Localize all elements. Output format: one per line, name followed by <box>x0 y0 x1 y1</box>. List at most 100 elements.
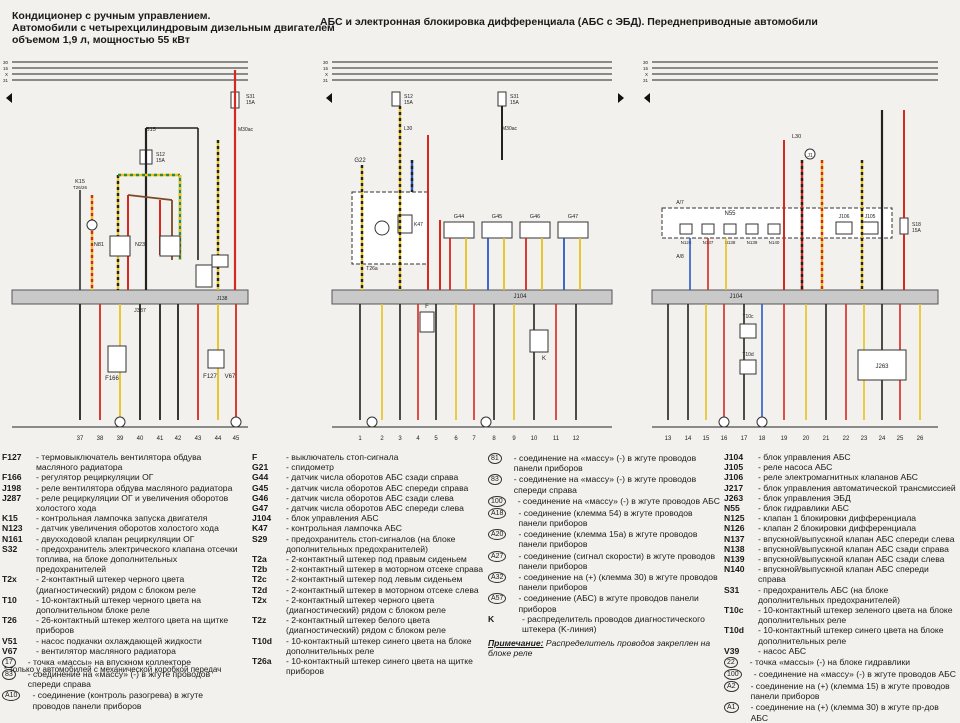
component-label: G46 <box>530 214 540 220</box>
legend-description: - насос АБС <box>758 645 807 656</box>
legend-description: - двухходовой клапан рециркуляции ОГ <box>36 533 195 544</box>
legend-entry: N161- двухходовой клапан рециркуляции ОГ <box>2 534 242 544</box>
legend-description: - клапан 1 блокировки дифференциала <box>758 513 917 524</box>
legend-entry: G21- спидометр <box>252 462 484 472</box>
component-label: N126 <box>681 240 692 245</box>
legend-code: J104 <box>252 513 272 524</box>
continuation-arrow <box>618 93 624 103</box>
wheel-sensor-symbol <box>557 221 589 239</box>
component-label: J104 <box>729 294 743 300</box>
legend-description: - впускной/выпускной клапан АБС спереди … <box>758 533 955 544</box>
legend-description: - 2-контактный штекер под левым сиденьем <box>286 574 463 585</box>
legend-description: - соединение на «массу» (-) в жгуте пров… <box>517 495 720 506</box>
legend-description: - блок гидравлики АБС <box>758 503 849 514</box>
component-label: F127 <box>203 374 217 380</box>
component-label: T26a <box>366 266 378 272</box>
legend-description: - 2-контактный штекер под правым сиденье… <box>286 554 467 565</box>
rail-label: 15 <box>643 66 649 71</box>
column-number: 42 <box>175 436 182 442</box>
legend-entry: V67- вентилятор масляного радиатора <box>2 646 242 656</box>
legend-code: T2x <box>2 574 17 585</box>
column-number: 16 <box>721 436 728 442</box>
rail-label: X <box>5 72 8 77</box>
legend-entry: T2c- 2-контактный штекер под левым сиден… <box>252 574 484 584</box>
component-label: N140 <box>769 240 780 245</box>
legend-description: - 10-контактный штекер синего цвета на б… <box>286 635 472 656</box>
legend-description: - соединение на «массу» (-) в жгуте пров… <box>753 669 956 680</box>
legend-entry: T10- 10-контактный штекер черного цвета … <box>2 595 242 615</box>
column-number: 40 <box>137 436 144 442</box>
motor-symbol <box>207 349 225 369</box>
column-number: 26 <box>917 436 924 442</box>
component-label: J104 <box>513 294 527 300</box>
legend-description: - спидометр <box>286 462 334 473</box>
legend-entry: N138- впускной/выпускной клапан АБС сзад… <box>724 544 956 554</box>
legend-entry: T26- 26-контактный штекер желтого цвета … <box>2 615 242 635</box>
component-label: T10c <box>742 314 754 320</box>
legend-code: J287 <box>2 492 22 503</box>
component-label: M30ac <box>238 127 254 133</box>
component-label: N138 <box>725 240 736 245</box>
legend-entry: V51- насос подкачки охлаждающей жидкости <box>2 636 242 646</box>
legend-code: T2x <box>252 594 267 605</box>
legend-code: 81 <box>488 453 502 464</box>
component-label: K47 <box>414 222 423 228</box>
legend-code: K <box>488 613 495 624</box>
rail-label: 31 <box>3 78 9 83</box>
legend-code: J198 <box>2 482 22 493</box>
legend-code: N125 <box>724 513 745 524</box>
legend-entry: J198- реле вентилятора обдува масляного … <box>2 483 242 493</box>
legend-entry: T10d- 10-контактный штекер синего цвета … <box>252 636 484 656</box>
ground-point-symbol <box>756 416 768 428</box>
brake-switch-symbol <box>419 311 435 333</box>
legend-description: - соединение на (+) (клемма 30) в жгуте … <box>750 702 939 723</box>
legend-description: - 2-контактный штекер белого цвета (диаг… <box>286 615 446 636</box>
component-label: N81 <box>94 242 104 248</box>
relay-symbol <box>835 221 853 235</box>
component-label: L30 <box>404 126 413 132</box>
valve-symbol <box>745 223 759 235</box>
title-left: Кондиционер с ручным управлением. Автомо… <box>12 10 335 46</box>
legend-code: G47 <box>252 503 269 514</box>
legend-code: A57 <box>488 593 507 605</box>
column-number: 7 <box>472 436 476 442</box>
column-number: 9 <box>512 436 516 442</box>
legend-description: - 10-контактный штекер синего цвета на б… <box>758 625 944 646</box>
column-number: 45 <box>233 436 240 442</box>
fuse-symbol <box>391 91 401 107</box>
legend-description: - контрольная лампочка АБС <box>286 523 403 534</box>
component-label: J138 <box>217 296 228 302</box>
legend-entry: F127- термовыключатель вентилятора обдув… <box>2 452 242 472</box>
legend-entry: A1- соединение на (+) (клемма 30) в жгут… <box>724 702 956 723</box>
legend-entry: A2- соединение на (+) (клемма 15) в жгут… <box>724 681 956 701</box>
component-label: T26/26 <box>73 185 88 190</box>
rail-label: X <box>325 72 328 77</box>
legend-description: - предохранитель электрического клапана … <box>36 543 238 575</box>
legend-code: 22 <box>724 657 738 669</box>
legend-entry: S31- предохранитель АБС (на блоке дополн… <box>724 585 956 605</box>
valve-symbol <box>723 223 737 235</box>
component-label: G47 <box>568 214 578 220</box>
legend-description: - 10-контактный штекер черного цвета на … <box>36 594 201 616</box>
legend-description: - 2-контактный штекер черного цвета (диа… <box>286 594 446 616</box>
legend-entry: F166- регулятор рециркуляции ОГ <box>2 472 242 482</box>
component-label: J106 <box>839 214 850 220</box>
legend-description: - соединение на (+) (клемма 30) в жгуте … <box>518 572 718 593</box>
component-label: A/7 <box>676 200 684 206</box>
legend-description: - распределитель проводов диагностическо… <box>522 613 705 635</box>
speedometer-symbol <box>374 220 390 236</box>
legend-description: - 2-контактный штекер черного цвета (диа… <box>36 574 196 595</box>
column-number: 6 <box>454 436 458 442</box>
column-number: 17 <box>741 436 748 442</box>
rail-label: 31 <box>643 78 649 83</box>
legend-entry: F- выключатель стоп-сигнала <box>252 452 484 462</box>
legend-description: - реле насоса АБС <box>758 462 833 473</box>
legend-description: - контрольная лампочка запуска двигателя <box>36 513 208 524</box>
legend-description: - предохранитель стоп-сигналов (на блоке… <box>286 533 456 554</box>
component-label: A/8 <box>676 254 684 260</box>
fuse-rating: 15A <box>246 100 256 106</box>
rail-label: 30 <box>643 60 649 65</box>
legend-entry: 17- точка «массы» на впускном коллекторе <box>2 657 242 669</box>
